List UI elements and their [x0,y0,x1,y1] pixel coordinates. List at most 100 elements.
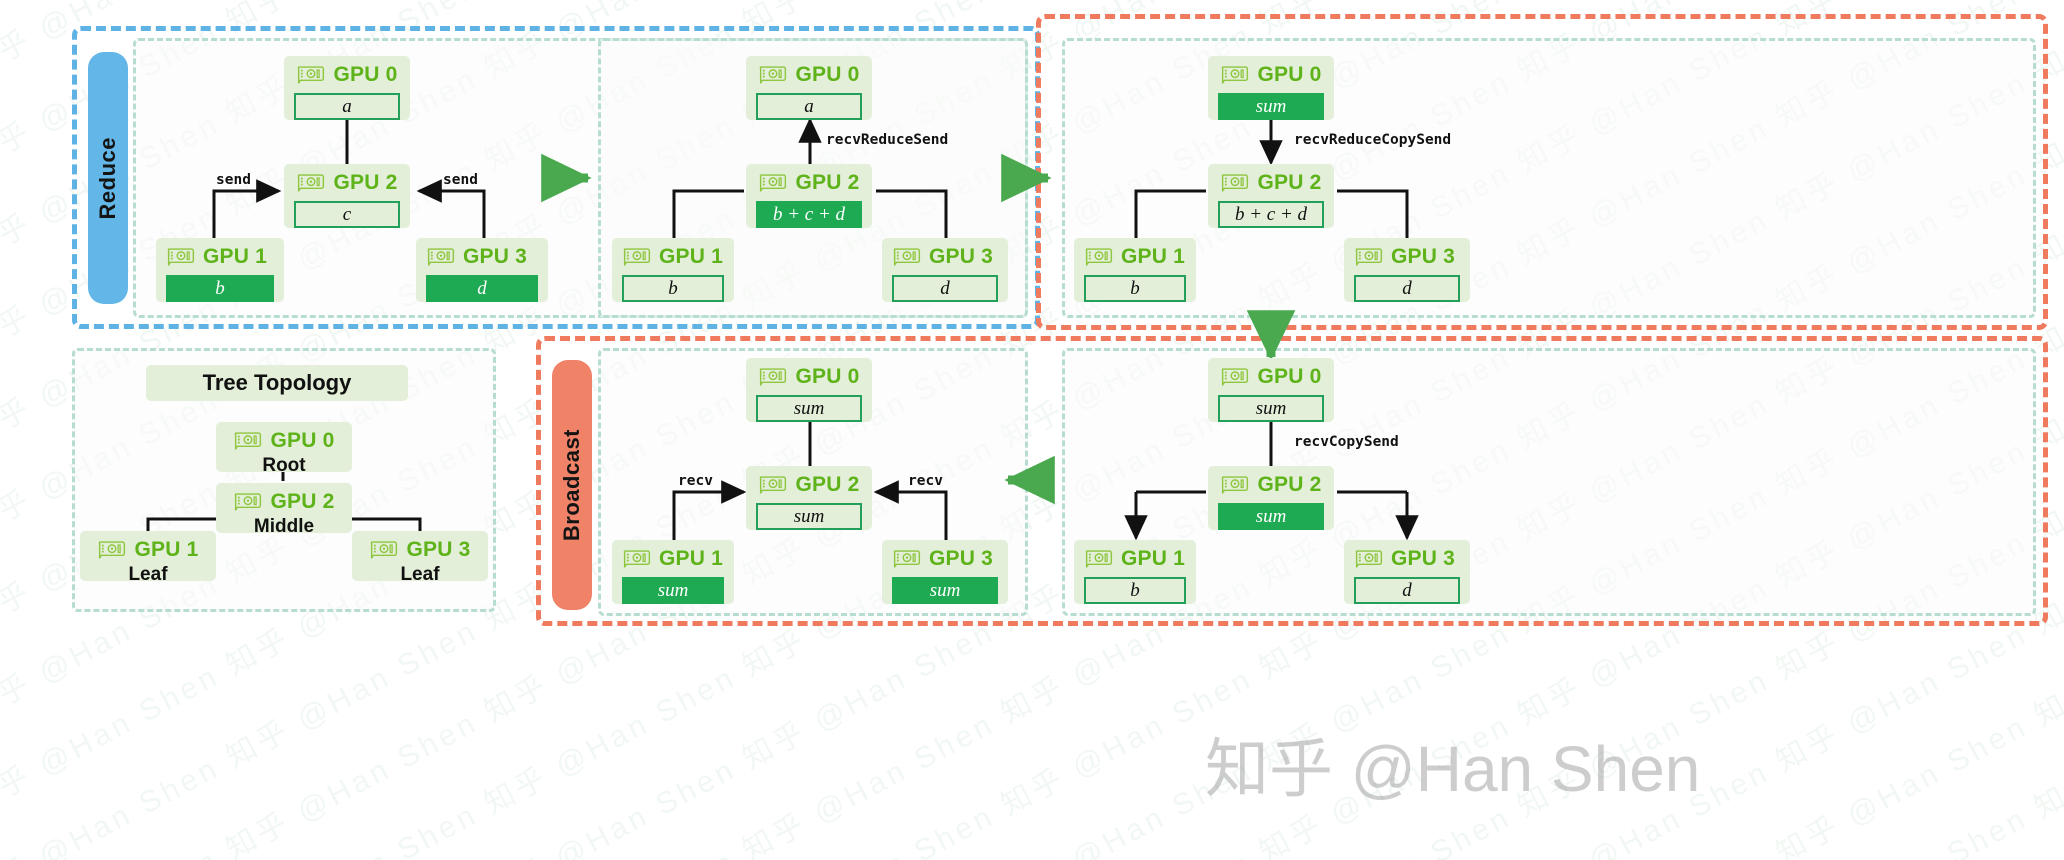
edge-label-send-left: send [216,172,251,188]
gpu-node-value: d [1354,275,1460,302]
gpu-node-value: sum [1218,395,1324,422]
gpu-node-title: GPU 3 [929,245,994,268]
gpu-node-gpu-0-broadcast-step-1[interactable]: GPU 0 sum [1208,358,1334,422]
gpu-node-head: GPU 3 [1354,244,1460,270]
gpu-node-title: GPU 2 [333,171,398,194]
gpu-node-value: b [1084,577,1186,604]
gpu-node-head: GPU 0 [756,364,862,390]
gpu-node-gpu-3-broadcast-step-1[interactable]: GPU 3 d [1344,540,1470,604]
gpu-card-icon [1222,368,1249,386]
gpu-node-value: d [892,275,998,302]
tree-node-gpu-2[interactable]: GPU 2 Middle [216,483,352,537]
gpu-card-icon [298,174,325,192]
tree-node-gpu-3[interactable]: GPU 3 Leaf [352,531,488,585]
gpu-node-gpu-3-reduce-step-2[interactable]: GPU 3 d [882,238,1008,302]
gpu-card-icon [1222,174,1249,192]
gpu-node-gpu-1-broadcast-step-1[interactable]: GPU 1 b [1074,540,1196,604]
edge-label-recv-right: recv [908,473,943,489]
phase-label-broadcast-text: Broadcast [559,428,584,542]
gpu-node-value: sum [756,503,862,530]
gpu-card-icon [427,248,455,266]
gpu-node-head: GPU 2 [294,170,400,196]
tree-topology-title: Tree Topology [146,365,408,401]
gpu-node-value: b [622,275,724,302]
gpu-node-gpu-2-reduce-step-1[interactable]: GPU 2 c [284,164,410,228]
gpu-card-icon [167,248,195,266]
gpu-node-value: d [426,275,538,302]
gpu-node-gpu-2-broadcast-step-2[interactable]: GPU 2 sum [746,466,872,530]
tree-node-gpu-2-title: GPU 2 [270,490,335,513]
gpu-node-head: GPU 2 [756,472,862,498]
gpu-node-title: GPU 2 [795,171,860,194]
gpu-node-value: a [756,93,862,120]
gpu-card-icon [1355,550,1383,568]
phase-label-reduce: Reduce [88,52,128,304]
edge-label-recv-left: recv [678,473,713,489]
gpu-node-value: b [166,275,274,302]
gpu-node-head: GPU 2 [1218,472,1324,498]
gpu-node-value: d [1354,577,1460,604]
gpu-node-gpu-1-allreduce-step-1[interactable]: GPU 1 b [1074,238,1196,302]
tree-node-gpu-2-head: GPU 2 [226,489,342,515]
tree-node-gpu-3-role: Leaf [400,564,440,585]
gpu-node-title: GPU 2 [1257,473,1322,496]
gpu-card-icon [760,174,787,192]
gpu-card-icon [1085,248,1113,266]
gpu-node-head: GPU 0 [1218,62,1324,88]
gpu-node-gpu-1-reduce-step-2[interactable]: GPU 1 b [612,238,734,302]
gpu-card-icon [1085,550,1113,568]
tree-node-gpu-0-role: Root [262,455,306,476]
gpu-node-head: GPU 1 [1084,244,1186,270]
gpu-card-icon [1355,248,1383,266]
gpu-card-icon [760,66,787,84]
gpu-card-icon [623,550,651,568]
gpu-card-icon [1222,476,1249,494]
tree-node-gpu-3-head: GPU 3 [362,537,478,563]
gpu-node-title: GPU 3 [1391,547,1456,570]
gpu-node-gpu-3-allreduce-step-1[interactable]: GPU 3 d [1344,238,1470,302]
tree-node-gpu-0-title: GPU 0 [270,429,335,452]
gpu-node-title: GPU 2 [795,473,860,496]
tree-node-gpu-1-head: GPU 1 [90,537,206,563]
gpu-node-value: b + c + d [1218,201,1324,228]
gpu-node-value: sum [1218,503,1324,530]
gpu-card-icon [235,432,262,450]
gpu-node-title: GPU 1 [659,547,724,570]
tree-node-gpu-0[interactable]: GPU 0 Root [216,422,352,476]
gpu-node-gpu-0-reduce-step-2[interactable]: GPU 0 a [746,56,872,120]
gpu-node-head: GPU 1 [622,244,724,270]
gpu-node-gpu-2-broadcast-step-1[interactable]: GPU 2 sum [1208,466,1334,530]
gpu-node-gpu-1-reduce-step-1[interactable]: GPU 1 b [156,238,284,302]
gpu-node-title: GPU 0 [795,365,860,388]
tree-node-gpu-1-role: Leaf [128,564,168,585]
tree-node-gpu-1-title: GPU 1 [134,538,199,561]
gpu-node-head: GPU 2 [1218,170,1324,196]
tree-node-gpu-1[interactable]: GPU 1 Leaf [80,531,216,585]
gpu-node-gpu-3-reduce-step-1[interactable]: GPU 3 d [416,238,548,302]
gpu-node-gpu-2-allreduce-step-1[interactable]: GPU 2 b + c + d [1208,164,1334,228]
gpu-node-title: GPU 1 [1121,245,1186,268]
gpu-node-head: GPU 3 [892,546,998,572]
op-label-recv-reduce-copy-send: recvReduceCopySend [1294,132,1452,148]
phase-label-reduce-text: Reduce [95,136,120,220]
gpu-node-title: GPU 0 [795,63,860,86]
gpu-node-head: GPU 0 [756,62,862,88]
gpu-node-title: GPU 1 [1121,547,1186,570]
gpu-node-value: b [1084,275,1186,302]
gpu-node-title: GPU 3 [463,245,528,268]
gpu-card-icon [235,493,262,511]
gpu-node-title: GPU 2 [1257,171,1322,194]
gpu-node-title: GPU 1 [203,245,268,268]
gpu-node-title: GPU 0 [1257,63,1322,86]
gpu-node-title: GPU 0 [1257,365,1322,388]
gpu-node-value: c [294,201,400,228]
gpu-node-head: GPU 1 [166,244,274,270]
gpu-card-icon [760,368,787,386]
